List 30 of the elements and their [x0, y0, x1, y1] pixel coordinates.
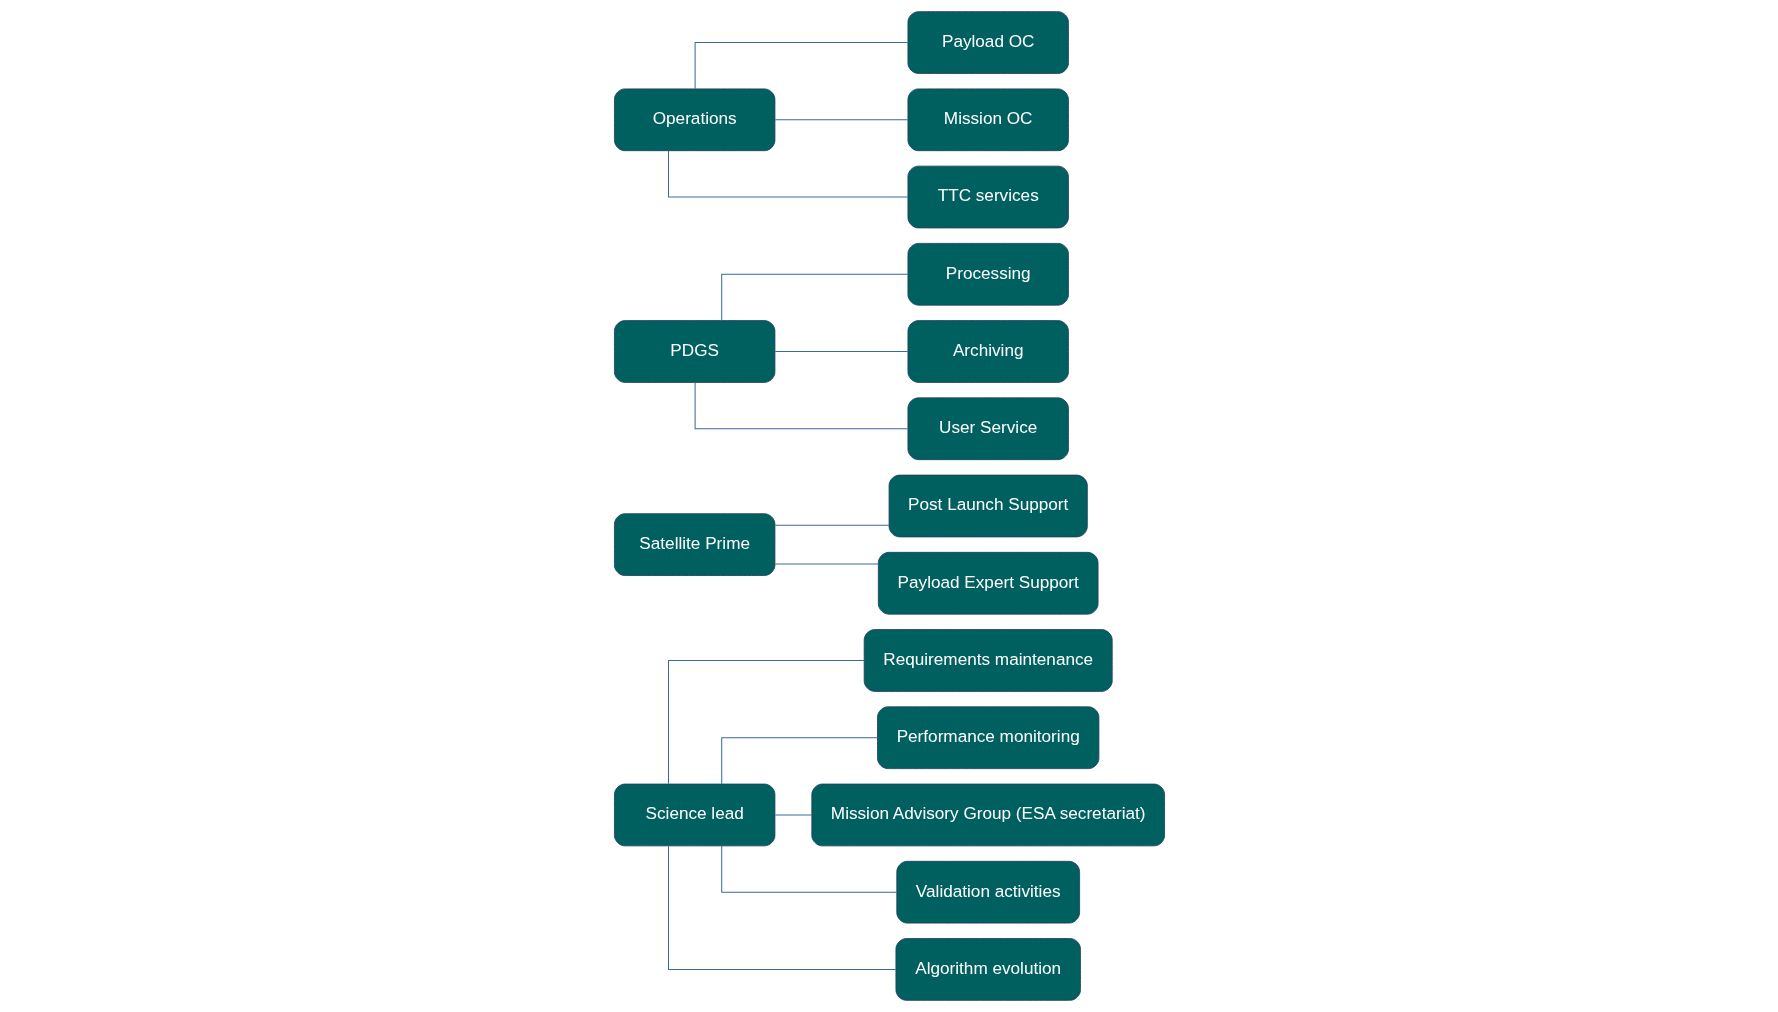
node-box: Archiving [907, 320, 1069, 383]
connector [720, 273, 908, 322]
node-box: Mission OC [907, 88, 1069, 152]
connector [774, 524, 889, 526]
connector [667, 845, 896, 970]
node-box: Requirements maintenance [863, 629, 1113, 692]
connector [720, 845, 897, 893]
node-box: Satellite Prime [613, 513, 775, 576]
node-box: TTC services [907, 165, 1069, 229]
connector [694, 381, 908, 430]
node-box: Algorithm evolution [895, 938, 1081, 1001]
connector [774, 563, 879, 565]
node-box: Payload Expert Support [877, 551, 1098, 615]
node-box: Post Launch Support [888, 474, 1088, 538]
node-box: Science lead [613, 783, 775, 847]
node-box: Validation activities [895, 860, 1080, 924]
node-box: Performance monitoring [876, 706, 1099, 770]
node-box: PDGS [613, 320, 775, 383]
node-box: Payload OC [907, 11, 1069, 74]
node-box: User Service [907, 397, 1069, 461]
connector [774, 814, 812, 816]
connector [720, 737, 878, 785]
node-box: Processing [907, 242, 1069, 306]
node-box: Operations [613, 88, 775, 152]
connector [774, 119, 908, 121]
node-box: Mission Advisory Group (ESA secretariat) [810, 783, 1165, 847]
connector [667, 659, 865, 785]
connector [694, 42, 908, 90]
connector [667, 150, 908, 198]
connector [774, 351, 908, 353]
